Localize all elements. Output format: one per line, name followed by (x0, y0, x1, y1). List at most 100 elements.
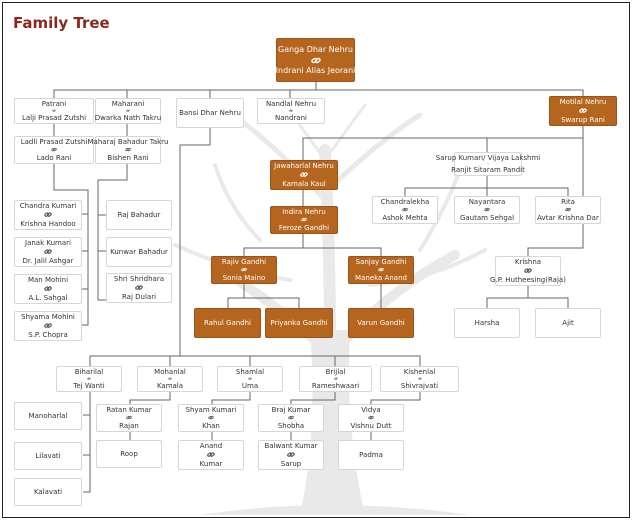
person-name: Patrani (41, 100, 67, 108)
person-node-bansidhar[interactable]: Bansi Dhar Nehru (176, 98, 244, 128)
person-name: Brijlal (325, 368, 346, 376)
person-name: Biharilal (74, 368, 104, 376)
person-name: Lilavati (35, 451, 61, 460)
link-icon (241, 268, 247, 272)
link-icon (126, 416, 132, 420)
person-name: Kalavati (33, 487, 63, 496)
spouse-name: Bishen Rani (107, 153, 149, 162)
spouse-name: Kamala Kaul (282, 179, 326, 188)
link-icon (44, 249, 52, 255)
person-name: Raj Bahadur (117, 210, 161, 219)
person-name: Rita (561, 198, 575, 206)
person-node-harsha[interactable]: Harsha (454, 308, 520, 338)
person-name: Padma (359, 450, 383, 459)
spouse-name: Khan (202, 421, 220, 430)
person-node-kalavati[interactable]: Kalavati (14, 478, 82, 506)
person-name: Bansi Dhar Nehru (179, 108, 241, 117)
person-name: Varun Gandhi (357, 318, 405, 327)
link-icon (368, 416, 374, 420)
person-name: Ladli Prasad Zutshi (20, 138, 88, 146)
person-name: Rahul Gandhi (203, 318, 252, 327)
person-name: Kishenlal (403, 368, 436, 376)
spouse-name: Lalji Prasad Zutshi (21, 113, 87, 122)
spouse-name: Rameshwaari (311, 381, 360, 390)
link-icon (300, 172, 308, 178)
link-icon (51, 148, 57, 152)
spouse-name: Ranjit Sitaram Pandit (451, 165, 525, 174)
person-name: Shyama Mohini (21, 313, 75, 321)
link-icon (301, 218, 307, 222)
spouse-name: Ashok Mehta (382, 213, 428, 222)
link-icon (579, 108, 587, 114)
person-node-kunwar[interactable]: Kunwar Bahadur (106, 237, 172, 267)
person-node-ajit[interactable]: Ajit (535, 308, 601, 338)
spouse-name: Shivrajvati (400, 381, 439, 390)
spouse-name: A.L. Sahgal (28, 293, 68, 302)
person-node-lilavati[interactable]: Lilavati (14, 442, 82, 470)
spouse-name: Maneka Anand (355, 273, 407, 282)
link-icon (333, 378, 338, 380)
link-icon (44, 286, 52, 292)
person-name: Motilal Nehru (559, 98, 607, 106)
spouse-name: Avtar Krishna Dar (537, 213, 599, 222)
link-icon (524, 268, 532, 274)
person-name: Ganga Dhar Nehru (278, 44, 353, 54)
person-node-rajbahadur[interactable]: Raj Bahadur (106, 200, 172, 230)
spouse-name: Indrani Alias Jeorani (275, 65, 356, 75)
person-node-roop[interactable]: Roop (96, 440, 162, 468)
person-name: Ajit (562, 318, 574, 327)
spouse-name: Vishnu Dutt (350, 421, 392, 430)
person-node-rahul[interactable]: Rahul Gandhi (194, 308, 261, 338)
link-icon (207, 452, 215, 458)
person-name: Shyam Kumari (185, 406, 237, 414)
person-name: Mohanlal (154, 368, 186, 376)
link-icon (402, 208, 408, 212)
person-node-varun[interactable]: Varun Gandhi (348, 308, 414, 338)
spouse-name: Dwarka Nath Takru (94, 113, 162, 122)
person-name: Vidya (361, 406, 381, 414)
link-icon (248, 378, 252, 380)
person-node-manoharlal[interactable]: Manoharlal (14, 402, 82, 430)
link-icon (289, 110, 293, 112)
spouse-name: G.P. Hutheesing(Raja) (490, 275, 566, 284)
person-node-priyanka[interactable]: Priyanka Gandhi (265, 308, 333, 338)
person-name: Shamlal (235, 368, 265, 376)
person-node-padma[interactable]: Padma (338, 440, 404, 470)
link-icon (378, 268, 384, 272)
link-icon (168, 378, 172, 380)
person-name: Janak Kumari (25, 239, 71, 247)
